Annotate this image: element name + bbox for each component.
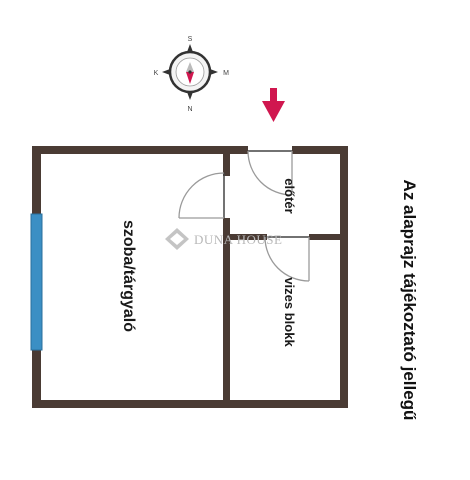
compass-icon xyxy=(162,44,218,100)
watermark-logo: DUNA HOUSE xyxy=(165,228,282,250)
disclaimer-note: Az alaprajz tájékoztató jellegű xyxy=(400,180,419,421)
compass-south-label: S xyxy=(188,36,193,43)
compass-north-label: N xyxy=(187,106,192,113)
room-label-bath: vizes blokk xyxy=(282,277,297,347)
compass-west-label: M xyxy=(223,70,229,77)
door-entrance-icon xyxy=(247,150,293,196)
walls xyxy=(32,146,348,408)
svg-text:DUNA HOUSE: DUNA HOUSE xyxy=(194,232,282,247)
window xyxy=(30,213,43,351)
entrance-arrow-icon xyxy=(262,88,285,122)
door-bathroom-icon xyxy=(264,236,310,282)
compass-east-label: K xyxy=(154,70,159,77)
room-label-hall: előtér xyxy=(282,178,297,213)
door-room-icon xyxy=(178,172,225,219)
room-label-main: szoba/tárgyaló xyxy=(120,220,137,332)
